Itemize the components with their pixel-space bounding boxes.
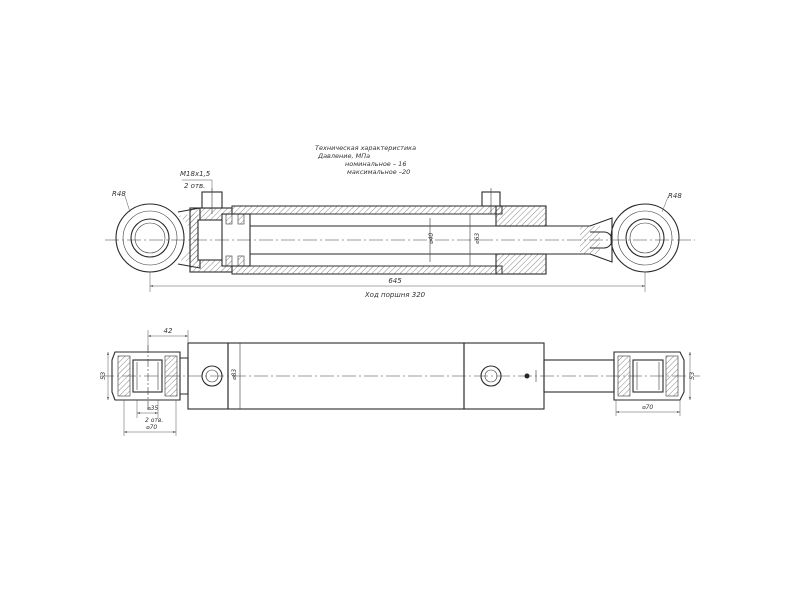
port-count-label: 2 отв. — [184, 182, 205, 190]
right-eye — [610, 203, 680, 273]
port-thread-label: M18x1,5 — [180, 170, 211, 178]
left-fork — [111, 345, 181, 410]
section-view: 645 Ход поршня 320 R48 R48 M18x1,5 2 отв… — [105, 144, 695, 299]
right-gland — [481, 188, 547, 275]
radius-right-label: R48 — [668, 192, 682, 200]
stroke-label: Ход поршня 320 — [364, 291, 426, 299]
spec-title: Техническая характеристика — [315, 144, 416, 152]
height-left-label: 53 — [99, 372, 107, 380]
bore-diameter-label: ⌀63 — [474, 233, 481, 244]
rod-diameter-label: ⌀40 — [428, 233, 435, 244]
pin-hole-label: ⌀35 — [147, 405, 158, 412]
height-right-label: 53 — [688, 372, 696, 380]
pin-count-label: 2 отв. — [145, 417, 163, 424]
left-eye — [115, 203, 201, 273]
spec-pressure: Давление, МПа — [317, 152, 370, 160]
eye-width-left-label: ⌀70 — [146, 424, 157, 431]
spec-nominal: номинальное – 16 — [345, 160, 406, 168]
spec-maximum: максимальное –20 — [347, 168, 410, 176]
offset-42-label: 42 — [164, 327, 173, 335]
eye-width-right-label: ⌀70 — [642, 404, 653, 411]
radius-left-label: R48 — [112, 190, 126, 198]
tube-outer-label: ⌀83 — [231, 369, 238, 380]
outline-view: ⌀83 42 53 53 ⌀3 — [99, 327, 700, 436]
total-length-label: 645 — [388, 277, 402, 285]
